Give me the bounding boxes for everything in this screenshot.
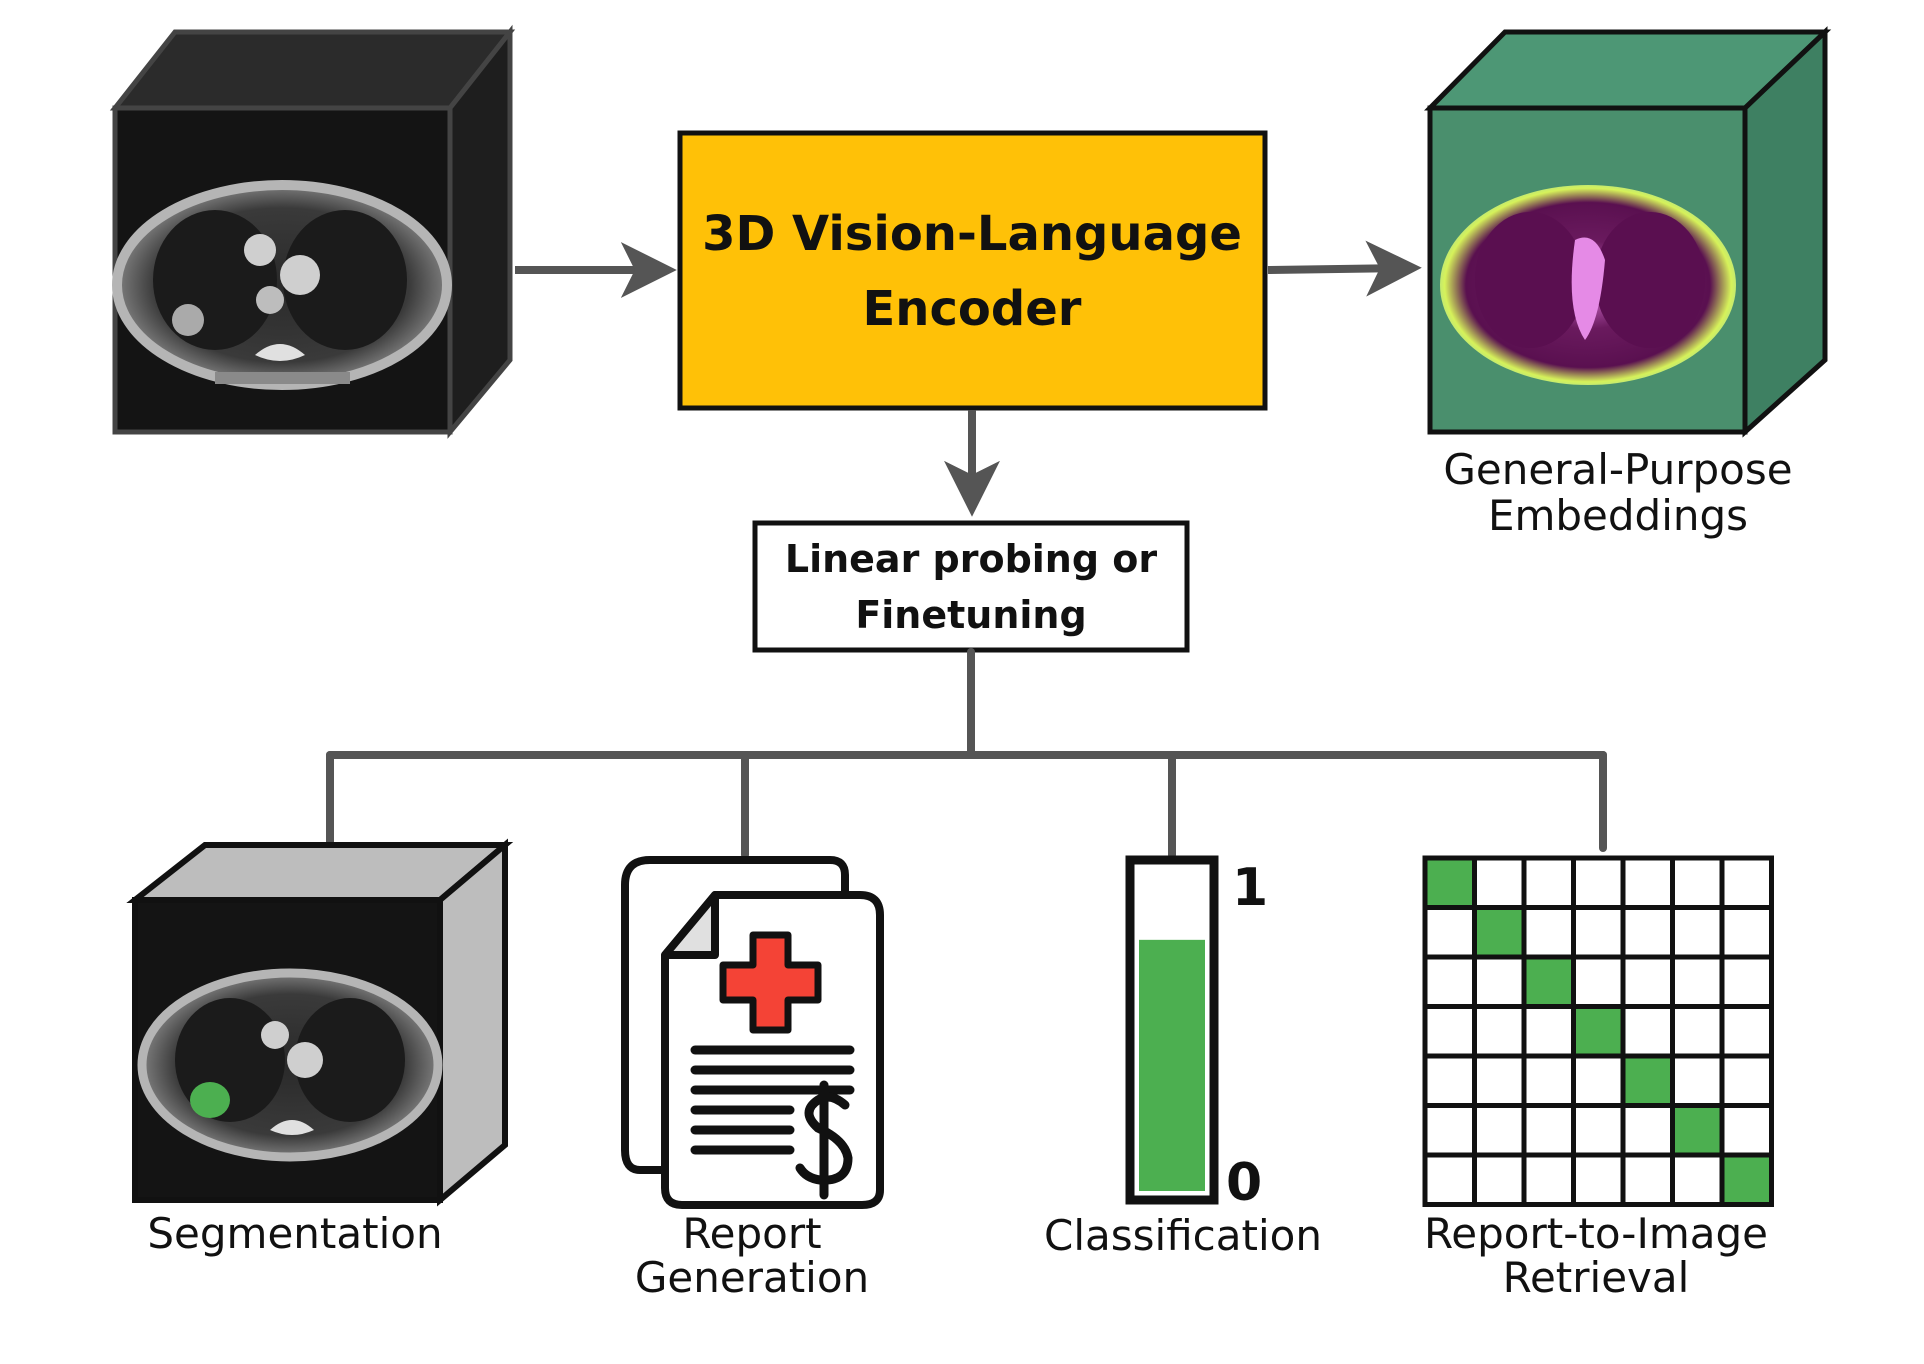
- matrix-cell: [1422, 1103, 1477, 1158]
- segmentation-mask: [190, 1082, 230, 1118]
- matrix-cell: [1422, 1152, 1477, 1207]
- embeddings-label-line1: General-Purpose: [1443, 445, 1792, 494]
- report-label-line1: Report: [682, 1209, 821, 1258]
- report-document-icon: [621, 856, 884, 1209]
- matrix-cell: [1472, 954, 1527, 1009]
- matrix-cell: [1620, 1152, 1675, 1207]
- segmentation-label: Segmentation: [147, 1209, 442, 1258]
- embeddings-cube: [1424, 26, 1832, 438]
- matrix-cell: [1571, 1053, 1626, 1108]
- retrieval-label-line2: Retrieval: [1503, 1253, 1690, 1302]
- matrix-cell: [1472, 1103, 1527, 1158]
- matrix-cell: [1670, 1152, 1725, 1207]
- matrix-cell: [1521, 855, 1576, 910]
- matrix-cell: [1670, 954, 1725, 1009]
- matrix-cell: [1571, 1103, 1626, 1158]
- matrix-cell-match: [1521, 954, 1576, 1009]
- matrix-cell: [1422, 1053, 1477, 1108]
- matrix-cell: [1472, 1053, 1527, 1108]
- ct-input-cube: [109, 24, 516, 439]
- matrix-cell: [1719, 1103, 1774, 1158]
- classification-bottom-value: 0: [1226, 1153, 1262, 1213]
- matrix-cell: [1422, 954, 1477, 1009]
- probe-label-line1: Linear probing or: [785, 537, 1158, 581]
- medical-cross-icon: [719, 931, 822, 1034]
- matrix-cell-match: [1422, 855, 1477, 910]
- embedding-slice-image: [1440, 185, 1736, 385]
- retrieval-similarity-matrix: [1422, 855, 1774, 1207]
- matrix-cell: [1521, 1152, 1576, 1207]
- matrix-cell: [1571, 954, 1626, 1009]
- matrix-cell: [1472, 855, 1527, 910]
- matrix-cell: [1670, 1004, 1725, 1059]
- matrix-cell-match: [1571, 1004, 1626, 1059]
- segmentation-cube: [126, 838, 514, 1207]
- matrix-cell-match: [1472, 905, 1527, 960]
- matrix-cell: [1719, 905, 1774, 960]
- matrix-cell: [1719, 954, 1774, 1009]
- matrix-cell: [1521, 1053, 1576, 1108]
- arrow-encoder-to-embeddings: [1267, 240, 1422, 297]
- encoder-label-line1: 3D Vision-Language: [702, 206, 1242, 262]
- encoder-box: 3D Vision-Language Encoder: [677, 130, 1268, 411]
- encoder-label-line2: Encoder: [863, 281, 1082, 337]
- matrix-cell: [1620, 1103, 1675, 1158]
- probe-box: Linear probing or Finetuning: [752, 520, 1190, 653]
- matrix-cell: [1472, 1004, 1527, 1059]
- matrix-cell: [1521, 1004, 1576, 1059]
- report-text-lines: [690, 1045, 855, 1155]
- matrix-cell-match: [1670, 1103, 1725, 1158]
- report-label-line2: Generation: [635, 1253, 869, 1302]
- matrix-cell: [1670, 855, 1725, 910]
- matrix-cell: [1422, 1004, 1477, 1059]
- ct-slice-image: [112, 180, 452, 390]
- matrix-cell: [1571, 855, 1626, 910]
- matrix-cell: [1620, 954, 1675, 1009]
- matrix-cell: [1620, 905, 1675, 960]
- embeddings-label-line2: Embeddings: [1488, 491, 1748, 540]
- matrix-cell: [1620, 1004, 1675, 1059]
- matrix-cell: [1472, 1152, 1527, 1207]
- matrix-cell: [1670, 905, 1725, 960]
- matrix-cell: [1422, 905, 1477, 960]
- matrix-cell: [1719, 1053, 1774, 1108]
- matrix-cell: [1521, 905, 1576, 960]
- matrix-cell: [1571, 1152, 1626, 1207]
- matrix-cell: [1521, 1103, 1576, 1158]
- matrix-cell: [1571, 905, 1626, 960]
- matrix-cell-match: [1719, 1152, 1774, 1207]
- matrix-cell: [1670, 1053, 1725, 1108]
- matrix-cell: [1719, 1004, 1774, 1059]
- dollar-sign-icon: [795, 1080, 853, 1200]
- probe-label-line2: Finetuning: [855, 593, 1086, 637]
- classification-gauge: 1 0: [1125, 855, 1268, 1213]
- retrieval-label-line1: Report-to-Image: [1424, 1209, 1768, 1258]
- segmentation-slice-image: [137, 968, 443, 1162]
- classification-top-value: 1: [1232, 858, 1268, 918]
- classification-label: Classification: [1044, 1211, 1322, 1260]
- classification-gauge-fill: [1139, 939, 1205, 1191]
- matrix-cell: [1620, 855, 1675, 910]
- matrix-cell-match: [1620, 1053, 1675, 1108]
- task-connector-tree: [326, 648, 1607, 859]
- matrix-cell: [1719, 855, 1774, 910]
